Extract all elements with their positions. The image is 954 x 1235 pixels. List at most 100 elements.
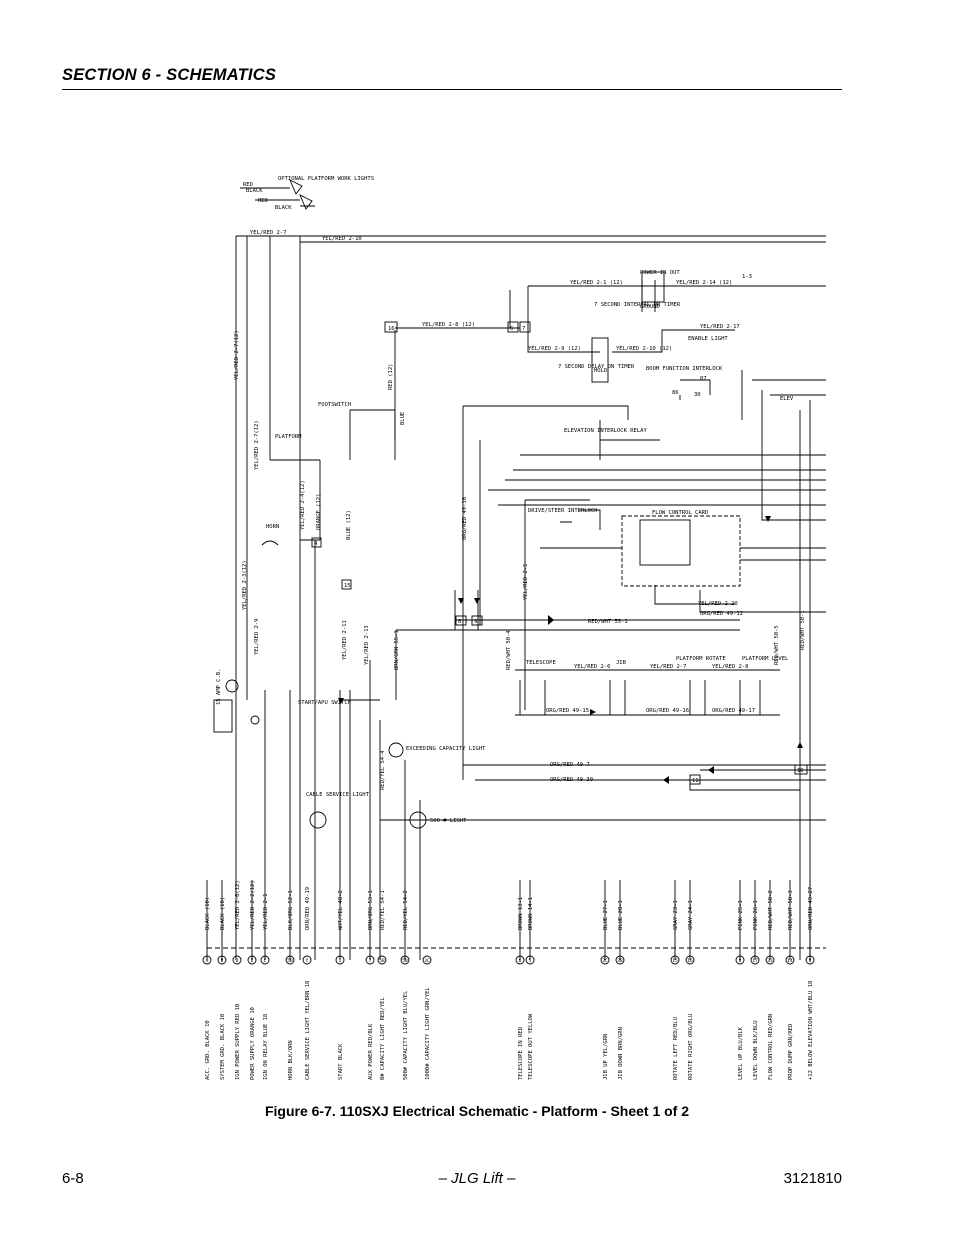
wire-org4916: ORG/RED 49-16 bbox=[646, 708, 689, 714]
connector-8: 8 bbox=[458, 619, 461, 625]
bottom-wire-label: GRAY 23-1 bbox=[673, 900, 679, 930]
wire-redwht501: RED/WHT 50-1 bbox=[800, 610, 806, 650]
connector-6: 6 bbox=[510, 326, 513, 332]
bottom-wire-label: RED/YEL 54-2 bbox=[403, 890, 409, 930]
hold-label: HOLD bbox=[594, 368, 607, 374]
circuit-function-label: CABLE SERVICE LIGHT YEL/BRN 18 bbox=[305, 981, 311, 1080]
wire-org497: ORG/RED 49-7 bbox=[550, 762, 590, 768]
wire-yel27-12: YEL/RED 2-7(12) bbox=[234, 330, 240, 380]
bottom-wire-label: BLK/ORG 52-1 bbox=[288, 890, 294, 930]
connector-9: 9 bbox=[474, 619, 477, 625]
wire-yel217: YEL/RED 2-17 bbox=[700, 324, 740, 330]
connector-10: 10 bbox=[797, 768, 804, 774]
circuit-function-label: LEVEL DOWN BLK/BLU bbox=[753, 1020, 759, 1080]
connector-pin-label: 33 bbox=[767, 958, 773, 964]
work-lights-label: OPTIONAL PLATFORM WORK LIGHTS bbox=[278, 176, 374, 182]
connector-pin-label: 5B bbox=[402, 958, 408, 964]
circuit-function-label: IGN ON RELAY BLUE 18 bbox=[263, 1014, 269, 1080]
enable-light-label: ENABLE LIGHT bbox=[688, 336, 728, 342]
ground-label: GROUND bbox=[640, 304, 660, 310]
connector-15: 15 bbox=[344, 583, 351, 589]
wire-org4818: ORG/RED 49-18 bbox=[462, 497, 468, 540]
wire-yel29b: YEL/RED 2-9 bbox=[254, 619, 260, 655]
jib-label: JIB bbox=[616, 660, 627, 666]
figure-caption: Figure 6-7. 110SXJ Electrical Schematic … bbox=[264, 1103, 690, 1119]
wire-yel26: YEL/RED 2-6 bbox=[574, 664, 610, 670]
wire-yel213: YEL/RED 2-13 bbox=[364, 625, 370, 665]
elev-label: ELEV bbox=[780, 396, 794, 402]
light-500-label: 500 # LIGHT bbox=[430, 818, 467, 824]
connector-16: 16 bbox=[388, 326, 395, 332]
connector-pin-label: 8 bbox=[809, 958, 812, 964]
connector-pin-label: 16 bbox=[687, 958, 693, 964]
wire-yel214: YEL/RED 2-14 (12) bbox=[676, 280, 732, 286]
breaker-label: 15 AMP C.B. bbox=[216, 669, 222, 705]
wire-yel210-top: YEL/RED 2-10 bbox=[322, 236, 362, 242]
circuit-function-label: JIB DOWN BRN/GRN bbox=[618, 1027, 624, 1080]
wire-yel21: YEL/RED 2-1 (12) bbox=[570, 280, 623, 286]
wire-redwht505: RED/WHT 50-5 bbox=[774, 625, 780, 665]
circuit-function-label: LEVEL UP BLU/BLK bbox=[738, 1026, 744, 1080]
header-rule bbox=[62, 89, 842, 90]
bottom-wire-label: BLACK (10) bbox=[220, 897, 226, 930]
telescope-label: TELESCOPE bbox=[526, 660, 556, 666]
relay-86: 86 bbox=[672, 390, 679, 396]
wire-org4917: ORG/RED 49-17 bbox=[712, 708, 755, 714]
circuit-function-label: 500# CAPACITY LIGHT BLU/YEL bbox=[403, 990, 409, 1080]
wire-brn551: BRN/GRN 55-1 bbox=[394, 630, 400, 670]
wire-redwht551: RED/WHT 55-1 bbox=[588, 619, 628, 625]
wire-yel27-12b: YEL/RED 2-7(12) bbox=[254, 420, 260, 470]
wire-yel27-top: YEL/RED 2-7 bbox=[250, 230, 286, 236]
circuit-function-label: JIB UP YEL/GRN bbox=[603, 1034, 609, 1080]
connector-pin-label: 14 bbox=[787, 958, 793, 964]
connector-7: 7 bbox=[522, 326, 525, 332]
bottom-wire-label: RED/WHT 50-2 bbox=[768, 890, 774, 930]
circuit-function-label: TELESCOPE OUT YELLOW bbox=[528, 1013, 534, 1080]
label-black-2: BLACK bbox=[275, 205, 292, 211]
wire-yel25: YEL/RED 2-5 bbox=[523, 564, 529, 600]
horn-label: HORN bbox=[266, 524, 279, 530]
wire-yel220: YEL/RED 2-20 bbox=[698, 601, 738, 607]
bottom-wire-label: ORN/RED 49-19 bbox=[305, 887, 311, 930]
wire-yel24: YEL/RED 2-4(12) bbox=[300, 480, 306, 530]
connector-pin-label: 3B bbox=[617, 958, 623, 964]
wire-13: 1-3 bbox=[742, 274, 752, 280]
wire-blue: BLUE bbox=[400, 412, 406, 425]
circuit-function-label: IGN POWER SUPPLY RED 10 bbox=[235, 1004, 241, 1080]
section-title: SECTION 6 - SCHEMATICS bbox=[62, 66, 277, 84]
connector-pin-label: 5B bbox=[379, 958, 385, 964]
circuit-function-label: START BLACK bbox=[338, 1043, 344, 1080]
exceeding-light-label: EXCEEDING CAPACITY LIGHT bbox=[406, 746, 486, 752]
document-number: 3121810 bbox=[783, 1170, 842, 1187]
circuit-function-label: ACC. GRD. BLACK 10 bbox=[205, 1020, 211, 1080]
start-switch-label: START/APU SWITCH bbox=[298, 700, 351, 706]
wire-redwht504: RED/WHT 50-4 bbox=[506, 630, 512, 670]
wire-org4915: ORG/RED 49-15 bbox=[546, 708, 589, 714]
connector-pin-label: B bbox=[221, 958, 224, 964]
bottom-wire-label: YEL/RED 2-1 bbox=[263, 894, 269, 930]
wire-yel27b: YEL/RED 2-7 bbox=[650, 664, 686, 670]
wire-org4930: ORG/RED 49-30 bbox=[550, 777, 593, 783]
circuit-function-label: 0# CAPACITY LIGHT RED/YEL bbox=[380, 997, 386, 1080]
circuit-function-label: TELESCOPE IN RED bbox=[518, 1027, 524, 1080]
wire-red12: RED (12) bbox=[388, 364, 394, 391]
connector-pin-label: C bbox=[264, 958, 267, 964]
connector-pin-label: D bbox=[236, 958, 239, 964]
circuit-function-label: +12 BELOW ELEVATION WHT/BLU 18 bbox=[808, 981, 814, 1080]
connector-pin-label: 5 bbox=[529, 958, 532, 964]
wire-blue12: BLUE (12) bbox=[346, 510, 352, 540]
connector-pin-label: A bbox=[206, 958, 209, 964]
delay-timer-label: 7 SECOND DELAY ON TIMER bbox=[558, 364, 635, 370]
bottom-wire-label: BRN/ORG 53-1 bbox=[368, 890, 374, 930]
bottom-wire-label: BROWN 13-1 bbox=[518, 897, 524, 930]
circuit-function-label: ROTATE RIGHT ORG/BLU bbox=[688, 1014, 694, 1080]
connector-pin-label: 8 bbox=[739, 958, 742, 964]
bottom-wire-label: YEL/RED 2-2(12) bbox=[250, 880, 256, 930]
connector-pin-label: E bbox=[251, 958, 254, 964]
wire-yel29: YEL/RED 2-9 (12) bbox=[528, 346, 581, 352]
circuit-function-label: HORN BLK/ORN bbox=[288, 1040, 294, 1080]
label-black-1: BLACK bbox=[246, 188, 263, 194]
footer-brand: – JLG Lift – bbox=[438, 1170, 516, 1187]
bottom-wire-label: BLUE 28-1 bbox=[618, 900, 624, 930]
connector-pin-label: Y bbox=[306, 958, 309, 964]
